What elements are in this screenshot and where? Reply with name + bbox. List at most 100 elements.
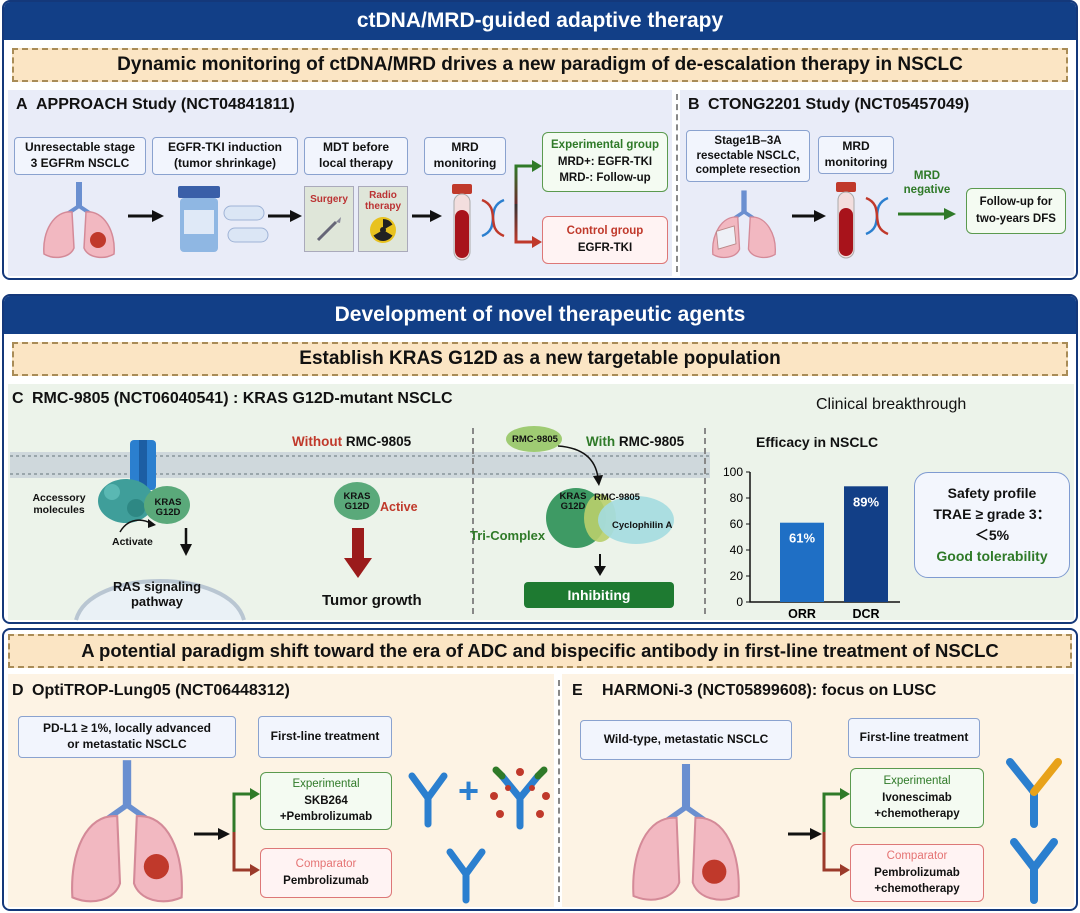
arrow-down-icon xyxy=(344,528,372,578)
kras-g12d-label: KRAS G12D xyxy=(154,497,182,519)
panel-e-title: HARMONi-3 (NCT05899608): focus on LUSC xyxy=(602,682,937,699)
opti-comparator-title: Comparator xyxy=(295,858,357,871)
approach-experimental-line2: MRD-: Follow-up xyxy=(559,172,651,185)
harmoni-comparator-title: Comparator xyxy=(886,849,948,862)
adc-icon xyxy=(490,766,550,830)
opti-comparator-line1: Pembrolizumab xyxy=(283,875,369,887)
with-prefix: With xyxy=(586,434,616,449)
arrow-icon xyxy=(898,208,956,220)
dna-icon xyxy=(865,196,889,236)
panel-a-title: APPROACH Study (NCT04841811) xyxy=(36,96,295,113)
y-tick-label: 40 xyxy=(730,543,744,557)
arrow-icon xyxy=(128,210,164,222)
section-agents: Development of novel therapeutic agents … xyxy=(2,294,1078,624)
harmoni-comparator-line2: +chemotherapy xyxy=(874,883,960,896)
panel-d-title: OptiTROP-Lung05 (NCT06448312) xyxy=(32,682,290,699)
lungs-icon xyxy=(43,182,115,259)
arrow-icon xyxy=(412,210,442,222)
data-label-orr: 61% xyxy=(789,531,815,546)
opti-firstline-box: First-line treatment xyxy=(258,716,392,758)
ctong-followup-box: Follow-up for two-years DFS xyxy=(966,188,1066,234)
arrow-icon xyxy=(792,210,826,222)
branch-arrows-icon xyxy=(822,788,850,876)
panel-b xyxy=(680,90,1074,276)
x-tick-label-orr: ORR xyxy=(788,607,816,621)
antibody-icon xyxy=(408,772,448,828)
antibody-icon xyxy=(446,848,486,904)
y-tick-label: 60 xyxy=(730,517,744,531)
pill-bottle-icon xyxy=(178,186,269,252)
inhibiting-badge: Inhibiting xyxy=(524,582,674,608)
section-mrd-banner: ctDNA/MRD-guided adaptive therapy xyxy=(4,2,1076,40)
approach-experimental-title: Experimental group xyxy=(551,138,659,151)
accessory-molecules-label: Accessory molecules xyxy=(32,492,86,517)
receptor-icon xyxy=(130,440,156,490)
ras-pathway-label: RAS signaling pathway xyxy=(112,579,202,609)
panel-b-title: CTONG2201 Study (NCT05457049) xyxy=(708,96,970,113)
opti-population-box: PD-L1 ≥ 1%, locally advanced or metastat… xyxy=(18,716,236,758)
arrow-down-icon xyxy=(594,554,606,576)
kras-g12d-label: KRAS G12D xyxy=(343,491,371,513)
without-drug: RMC-9805 xyxy=(345,434,412,449)
arrow-icon xyxy=(194,828,230,840)
y-tick-label: 100 xyxy=(723,465,743,479)
panel-e-letter: E xyxy=(572,682,583,699)
opti-experimental-line1: SKB264 xyxy=(304,794,348,807)
branch-arrows-icon xyxy=(514,160,542,248)
y-tick-label: 80 xyxy=(730,491,744,505)
approach-mrd-box: MRD monitoring xyxy=(424,137,506,175)
section-mrd: ctDNA/MRD-guided adaptive therapy Dynami… xyxy=(2,0,1078,280)
kras-g12d-label: KRAS G12D xyxy=(559,491,587,513)
panel-c-letter: C xyxy=(12,390,24,407)
approach-control-title: Control group xyxy=(566,225,644,238)
activate-label: Activate xyxy=(112,536,153,548)
section-adc-subtitle: A potential paradigm shift toward the er… xyxy=(8,634,1072,668)
panel-divider xyxy=(704,428,706,614)
kras-icon xyxy=(144,486,190,524)
antibody-icon xyxy=(1010,838,1058,904)
section-adc: A potential paradigm shift toward the er… xyxy=(2,628,1078,911)
arrow-down-icon xyxy=(180,528,192,556)
ctong-mrd-box: MRD monitoring xyxy=(818,136,894,174)
panel-d-letter: D xyxy=(12,682,24,699)
branch-arrows-icon xyxy=(232,788,260,876)
safety-line: TRAE ≥ grade 3： xyxy=(933,506,1051,522)
tri-complex-icon xyxy=(546,488,674,548)
without-prefix: Without xyxy=(292,434,343,449)
panel-divider xyxy=(472,428,474,614)
kras-icon xyxy=(334,482,380,520)
surgery-card xyxy=(304,186,354,252)
lungs-icon xyxy=(632,764,740,901)
approach-population-box: Unresectable stage 3 EGFRm NSCLC xyxy=(14,137,146,175)
tumor-growth-label: Tumor growth xyxy=(322,592,422,609)
x-tick-label-dcr: DCR xyxy=(852,607,879,621)
drug-molecule-label: RMC-9805 xyxy=(512,434,558,445)
harmoni-firstline-box: First-line treatment xyxy=(848,718,980,758)
harmoni-comparator-box: Comparator Pembrolizumab +chemotherapy xyxy=(850,844,984,902)
dna-icon xyxy=(481,198,505,238)
opti-experimental-title: Experimental xyxy=(292,777,360,790)
drug-bound-label: RMC-9805 xyxy=(594,492,640,503)
harmoni-experimental-line2: +chemotherapy xyxy=(874,808,960,821)
with-drug: RMC-9805 xyxy=(618,434,685,449)
y-tick-label: 20 xyxy=(730,569,744,583)
bar-dcr xyxy=(844,486,888,602)
binding-arrow-icon xyxy=(557,445,603,486)
ctong-population-box: Stage1B–3A resectable NSCLC, complete re… xyxy=(686,130,810,182)
data-label-dcr: 89% xyxy=(853,494,879,509)
with-label: With RMC-9805 xyxy=(586,434,684,449)
accessory-molecules-icon xyxy=(98,479,154,523)
radiation-icon xyxy=(370,217,396,243)
harmoni-experimental-title: Experimental xyxy=(883,774,951,787)
opti-comparator-box: Comparator Pembrolizumab xyxy=(260,848,392,898)
approach-control-line1: EGFR-TKI xyxy=(577,242,633,254)
approach-experimental-box: Experimental group MRD+: EGFR-TKI MRD-: … xyxy=(542,132,668,192)
mrd-negative-label: MRD negative xyxy=(903,170,951,196)
approach-control-box: Control group EGFR-TKI xyxy=(542,216,668,264)
radiotherapy-label: Radio therapy xyxy=(364,190,402,212)
approach-mdt-box: MDT before local therapy xyxy=(304,137,408,175)
harmoni-experimental-line1: Ivonescimab xyxy=(882,791,952,804)
panel-a-letter: A xyxy=(16,96,28,113)
lungs-icon xyxy=(712,190,776,259)
